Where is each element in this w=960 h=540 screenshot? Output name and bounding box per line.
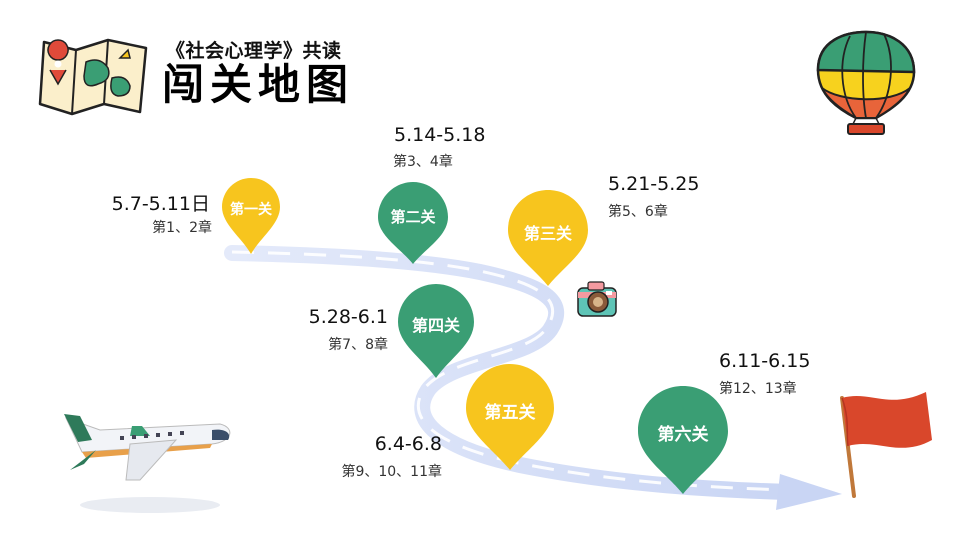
stage-4-label: 第四关 <box>411 316 460 335</box>
stage-5-chapters: 第9、10、11章 <box>341 464 442 480</box>
stage-1-chapters: 第1、2章 <box>152 220 212 236</box>
stage-2-chapters: 第3、4章 <box>393 154 453 170</box>
stage-1-pin[interactable]: 第一关 <box>222 178 280 256</box>
stage-5-pin-marker <box>466 364 554 470</box>
stage-2-pin[interactable]: 第二关 <box>378 182 448 266</box>
page-title: 闯关地图 <box>162 60 355 109</box>
stage-4-chapters: 第7、8章 <box>328 337 388 353</box>
stage-2-pin-marker <box>378 182 448 264</box>
stage-1-pin-marker <box>222 178 280 254</box>
stage-5-date: 6.4-6.8 <box>374 433 442 455</box>
stage-5-label: 第五关 <box>484 403 536 423</box>
stage-3-pin[interactable]: 第三关 <box>508 190 588 288</box>
stage-3-chapters: 第5、6章 <box>608 204 668 220</box>
stage-6-pin[interactable]: 第六关 <box>638 386 728 496</box>
stage-3-pin-marker <box>508 190 588 286</box>
stage-2-date: 5.14-5.18 <box>394 124 486 146</box>
stage-3-label: 第三关 <box>523 224 572 243</box>
stage-6-pin-marker <box>638 386 728 494</box>
stage-1-date: 5.7-5.11日 <box>111 193 210 215</box>
stage-2-label: 第二关 <box>390 208 436 226</box>
stage-4-pin[interactable]: 第四关 <box>398 284 474 380</box>
stage-6-label: 第六关 <box>657 425 709 445</box>
stage-5-pin[interactable]: 第五关 <box>466 364 554 472</box>
stage-6-chapters: 第12、13章 <box>719 381 797 397</box>
stage-1-label: 第一关 <box>230 202 272 218</box>
stage-6-date: 6.11-6.15 <box>719 350 811 372</box>
subtitle: 《社会心理学》共读 <box>166 40 342 62</box>
stage-4-pin-marker <box>398 284 474 378</box>
stage-4-date: 5.28-6.1 <box>308 306 388 328</box>
stage-3-date: 5.21-5.25 <box>608 173 700 195</box>
